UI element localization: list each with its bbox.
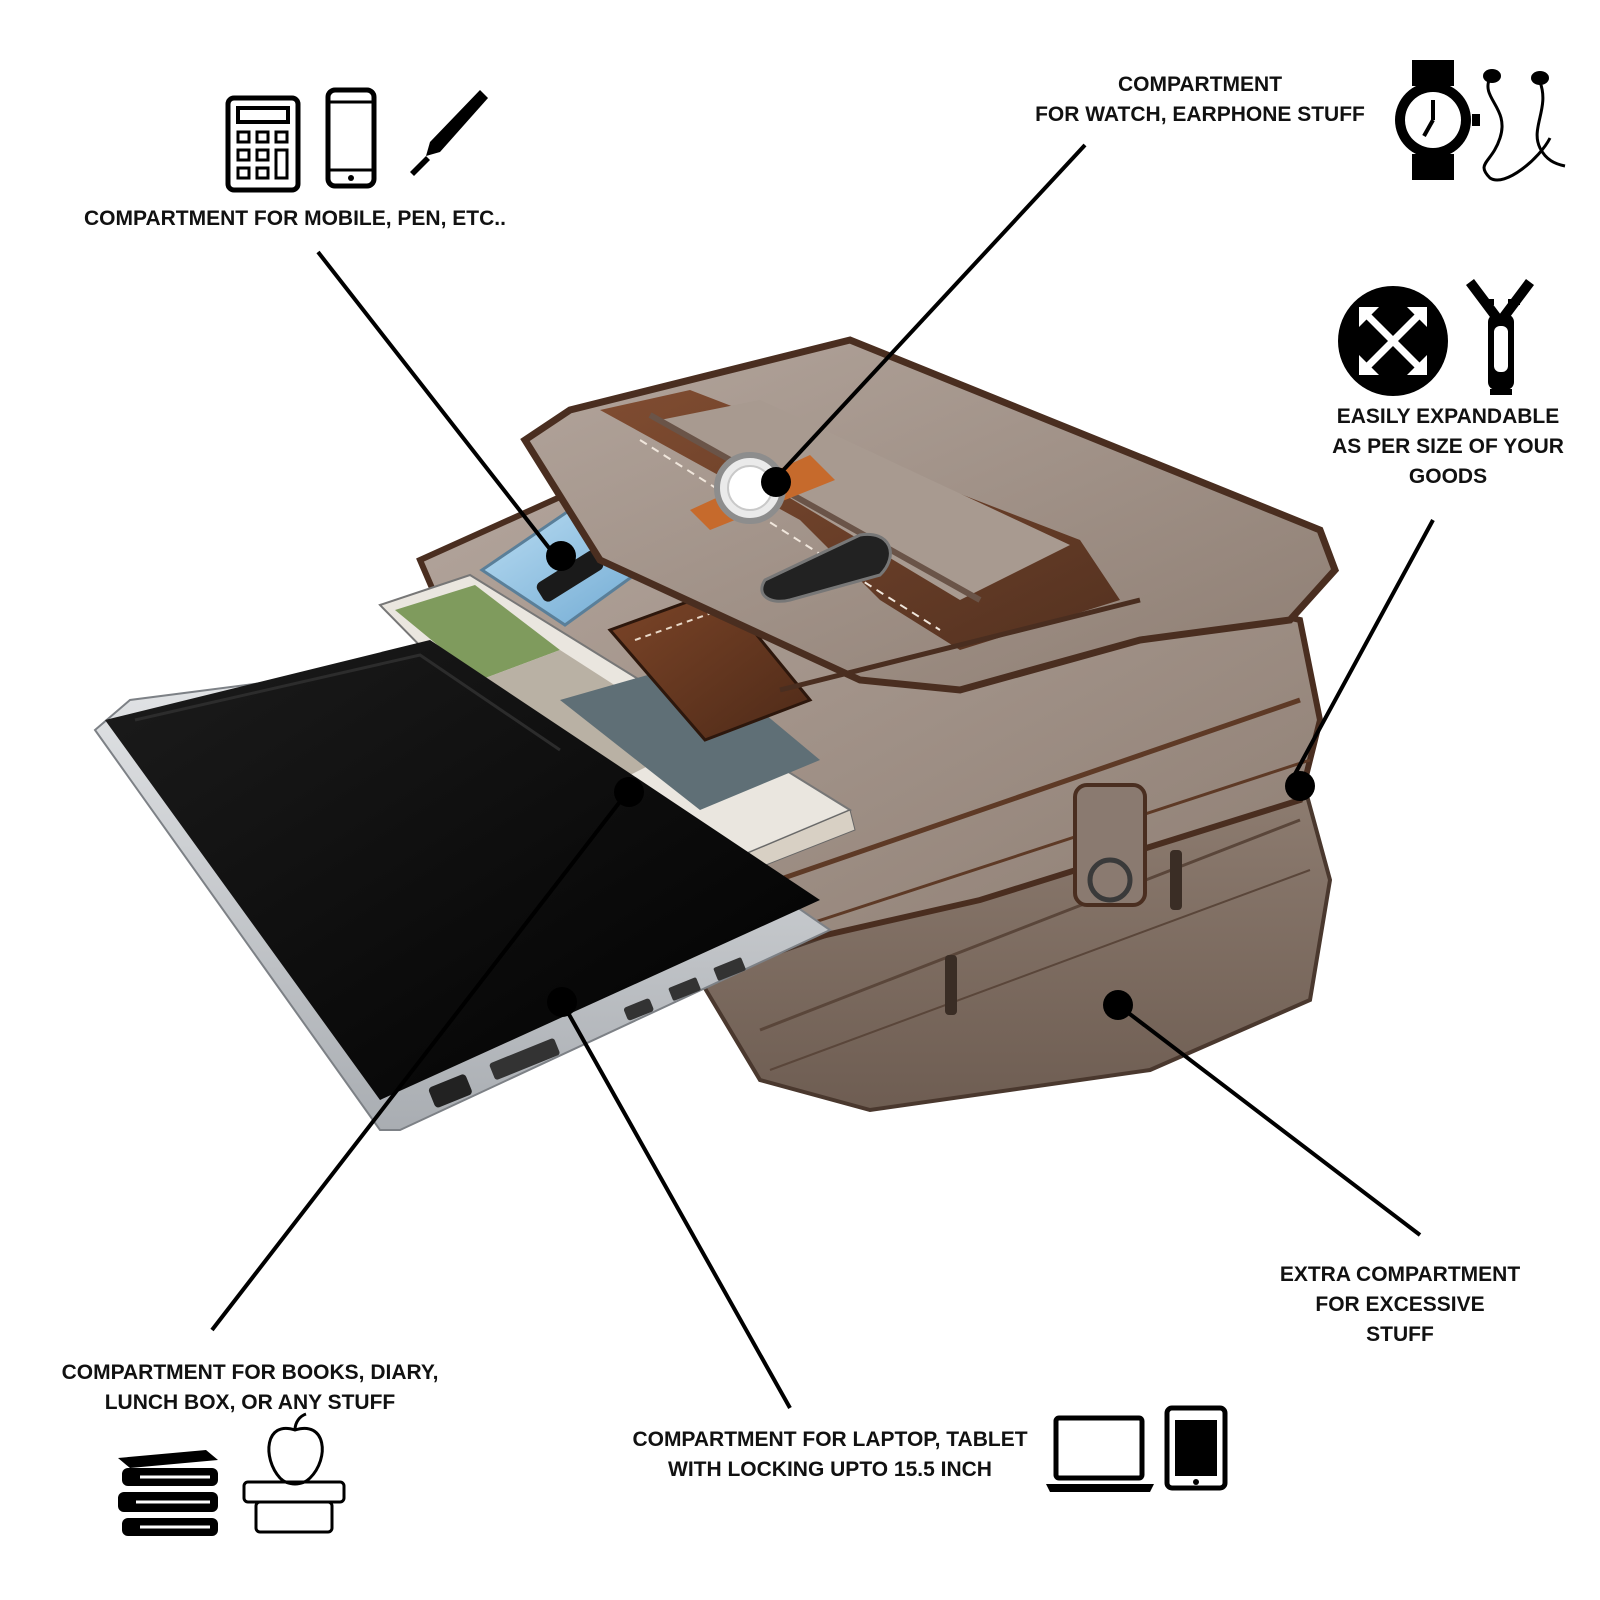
zipper-icon: [1470, 282, 1530, 392]
callout-extra-label: EXTRA COMPARTMENT FOR EXCESSIVE STUFF: [1240, 1260, 1560, 1350]
smartphone-icon: [328, 90, 374, 186]
callout-text-line: COMPARTMENT: [1020, 70, 1380, 100]
callout-dot: [547, 987, 577, 1017]
callout-laptop-label: COMPARTMENT FOR LAPTOP, TABLET WITH LOCK…: [620, 1425, 1040, 1485]
bag-strap-loop: [1075, 785, 1145, 905]
laptop-icon: [1046, 1418, 1154, 1492]
expand-arrows-icon: [1338, 286, 1448, 396]
callout-text-line: EASILY EXPANDABLE: [1308, 402, 1588, 432]
callout-text-line: WITH LOCKING UPTO 15.5 INCH: [620, 1455, 1040, 1485]
zipper-pull: [945, 955, 957, 1015]
callout-books-label: COMPARTMENT FOR BOOKS, DIARY, LUNCH BOX,…: [40, 1358, 460, 1418]
callout-dot: [761, 467, 791, 497]
leader-line-mobile: [318, 252, 553, 553]
callout-text-line: GOODS: [1308, 462, 1588, 492]
callout-text-line: STUFF: [1240, 1320, 1560, 1350]
calculator-icon: [228, 98, 298, 190]
callout-dot: [1103, 990, 1133, 1020]
callout-expandable-label: EASILY EXPANDABLE AS PER SIZE OF YOUR GO…: [1308, 402, 1588, 492]
earphones-icon: [1483, 69, 1565, 180]
fountain-pen-icon: [410, 90, 488, 176]
wristwatch-icon: [1395, 60, 1480, 180]
callout-text-line: COMPARTMENT FOR MOBILE, PEN, ETC..: [84, 204, 506, 234]
callout-text-line: COMPARTMENT FOR LAPTOP, TABLET: [620, 1425, 1040, 1455]
tablet-icon: [1167, 1408, 1225, 1488]
callout-text-line: FOR EXCESSIVE: [1240, 1290, 1560, 1320]
lunch-box-icon: [244, 1414, 344, 1532]
callout-text-line: AS PER SIZE OF YOUR: [1308, 432, 1588, 462]
callout-text-line: LUNCH BOX, OR ANY STUFF: [40, 1388, 460, 1418]
callout-mobile-pen-label: COMPARTMENT FOR MOBILE, PEN, ETC..: [84, 204, 506, 234]
zipper-pull: [1170, 850, 1182, 910]
callout-dot: [546, 541, 576, 571]
books-stack-icon: [118, 1450, 218, 1536]
callout-watch-earphone-label: COMPARTMENT FOR WATCH, EARPHONE STUFF: [1020, 70, 1380, 130]
callout-text-line: COMPARTMENT FOR BOOKS, DIARY,: [40, 1358, 460, 1388]
callout-text-line: EXTRA COMPARTMENT: [1240, 1260, 1560, 1290]
callout-dot: [1285, 771, 1315, 801]
leader-line-extra: [1118, 1005, 1420, 1235]
callout-dot: [614, 777, 644, 807]
callout-text-line: FOR WATCH, EARPHONE STUFF: [1020, 100, 1380, 130]
